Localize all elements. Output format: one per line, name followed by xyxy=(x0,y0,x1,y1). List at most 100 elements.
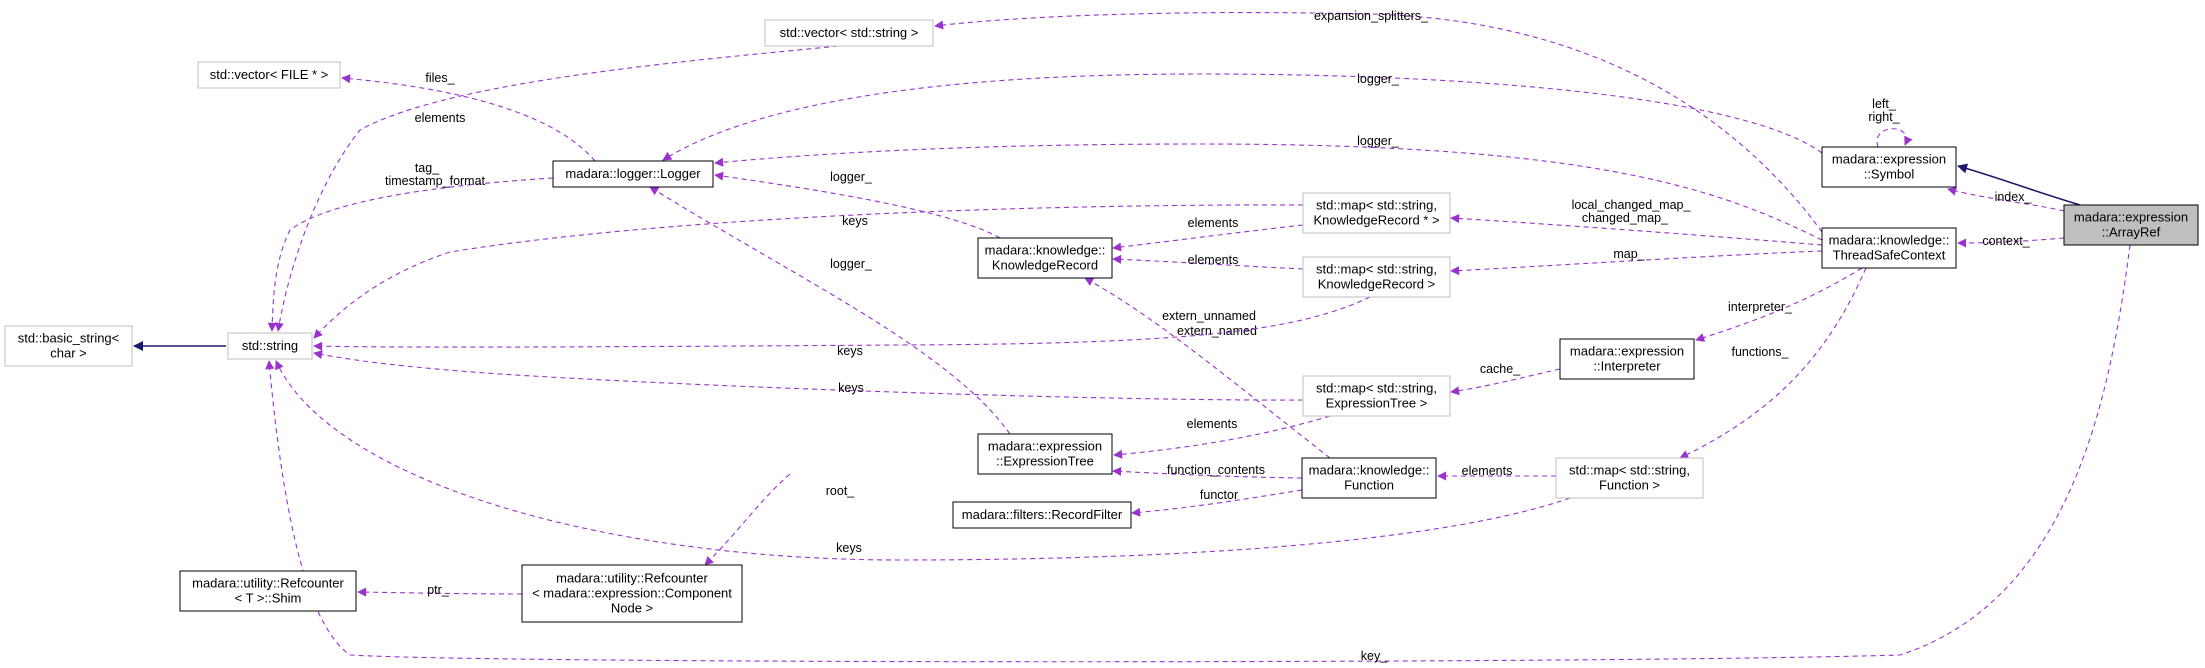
edge-label: extern_unnamed xyxy=(1162,309,1256,323)
edge-function-mapfn: elements xyxy=(1437,464,1557,481)
node-box xyxy=(764,19,934,47)
usage-arrow xyxy=(704,473,791,566)
edge-logger-symbol: logger_ xyxy=(662,72,1823,161)
node-knowrec[interactable]: madara::knowledge::KnowledgeRecord xyxy=(977,237,1113,279)
edge-string-mapfn: keys xyxy=(275,360,1571,561)
edge-symbol-arrayref: index_ xyxy=(1947,186,2065,212)
node-label: char > xyxy=(50,346,87,361)
node-vecstring[interactable]: std::vector< std::string > xyxy=(764,19,934,47)
edge-label: files_ xyxy=(425,71,455,85)
node-shim[interactable]: madara::utility::Refcounter< T >::Shim xyxy=(179,570,357,612)
node-label: std::map< std::string, xyxy=(1316,198,1437,213)
node-label: ::Symbol xyxy=(1864,167,1915,182)
edge-label: elements xyxy=(1188,253,1239,267)
node-box xyxy=(1555,457,1704,499)
edge-label: cache_ xyxy=(1480,362,1521,376)
node-vecfile[interactable]: std::vector< FILE * > xyxy=(197,61,341,89)
node-label: ::ExpressionTree xyxy=(996,454,1094,469)
node-label: std::basic_string< xyxy=(18,331,120,346)
usage-arrow xyxy=(1084,277,1331,459)
node-label: ThreadSafeContext xyxy=(1833,248,1946,263)
node-label: Function > xyxy=(1599,478,1660,493)
node-box xyxy=(1302,192,1451,234)
edge-arrayref-symbol xyxy=(1957,163,2081,206)
edge-label: logger_ xyxy=(830,170,873,184)
usage-arrow xyxy=(1450,368,1561,396)
node-box xyxy=(2063,204,2199,246)
edge-label: logger_ xyxy=(1357,134,1400,148)
usage-arrow xyxy=(1131,489,1303,517)
node-label: Node > xyxy=(611,601,653,616)
edge-label: ptr_ xyxy=(427,583,450,597)
node-label: < madara::expression::Component xyxy=(532,586,732,601)
node-refcounter[interactable]: madara::utility::Refcounter< madara::exp… xyxy=(521,564,743,623)
edge-string-mapkr: keys xyxy=(313,296,1371,358)
node-function[interactable]: madara::knowledge::Function xyxy=(1301,457,1437,499)
node-tsc[interactable]: madara::knowledge::ThreadSafeContext xyxy=(1821,227,1957,269)
edge-tsc-arrayref: context_ xyxy=(1957,234,2065,248)
node-interp[interactable]: madara::expression::Interpreter xyxy=(1559,338,1695,380)
edge-logger-knowrec: logger_ xyxy=(714,170,1001,239)
node-label: madara::filters::RecordFilter xyxy=(962,507,1123,522)
edge-refcounter-exprtree: root_ xyxy=(704,473,855,566)
node-box xyxy=(1559,338,1695,380)
node-symbol[interactable]: madara::expression::Symbol xyxy=(1821,146,1957,188)
edge-label: index_ xyxy=(1995,190,2033,204)
edge-label: elements xyxy=(1188,216,1239,230)
node-exprtree[interactable]: madara::expression::ExpressionTree xyxy=(977,433,1113,475)
usage-arrow xyxy=(1679,267,1867,459)
usage-arrow xyxy=(313,296,1371,351)
node-box xyxy=(977,237,1113,279)
edge-label: keys xyxy=(838,381,864,395)
node-label: KnowledgeRecord xyxy=(992,258,1098,273)
usage-arrow xyxy=(1957,237,2065,248)
node-basicstring[interactable]: std::basic_string<char > xyxy=(4,325,133,367)
edge-label: changed_map_ xyxy=(1582,211,1669,225)
edge-string-arrayref: key_ xyxy=(265,244,2131,663)
node-string[interactable]: std::string xyxy=(227,332,313,360)
node-arrayref[interactable]: madara::expression::ArrayRef xyxy=(2063,204,2199,246)
node-label: Function xyxy=(1344,478,1394,493)
usage-arrow xyxy=(274,45,839,332)
node-box xyxy=(521,564,743,623)
edge-label: elements xyxy=(1187,417,1238,431)
node-label: std::string xyxy=(242,338,298,353)
edge-label: elements xyxy=(1462,464,1513,478)
node-label: std::map< std::string, xyxy=(1316,262,1437,277)
edge-label: map_ xyxy=(1613,247,1645,261)
edge-label: logger_ xyxy=(1357,72,1400,86)
node-box xyxy=(552,160,714,188)
node-mapkr[interactable]: std::map< std::string,KnowledgeRecord > xyxy=(1302,256,1451,298)
node-box xyxy=(1302,375,1451,417)
edge-shim-refcounter: ptr_ xyxy=(357,583,523,597)
edge-symbol-self: left_right_ xyxy=(1868,97,1913,148)
edge-mapet-interp: cache_ xyxy=(1450,362,1561,396)
usage-arrow xyxy=(1695,267,1863,342)
node-label: std::map< std::string, xyxy=(1569,463,1690,478)
usage-arrow xyxy=(313,350,1304,401)
usage-arrow xyxy=(275,360,1571,561)
edge-label: logger_ xyxy=(830,257,873,271)
usage-arrow xyxy=(714,143,1823,241)
edge-label: functor xyxy=(1200,488,1238,502)
node-label: ::Interpreter xyxy=(1593,359,1661,374)
node-label: std::map< std::string, xyxy=(1316,381,1437,396)
usage-arrow xyxy=(1112,254,1304,270)
node-box xyxy=(4,325,133,367)
usage-arrow xyxy=(313,204,1304,339)
node-logger[interactable]: madara::logger::Logger xyxy=(552,160,714,188)
node-recfilter[interactable]: madara::filters::RecordFilter xyxy=(952,501,1132,529)
edge-vecfile-logger: files_ xyxy=(341,71,596,162)
nodes-layer: madara::expression::ArrayRefmadara::expr… xyxy=(4,19,2199,623)
usage-arrow xyxy=(714,171,1001,239)
edge-label: function_contents xyxy=(1167,463,1265,477)
edge-interp-tsc: interpreter_ xyxy=(1695,267,1863,342)
edge-logger-exprtree: logger_ xyxy=(649,186,1011,435)
edge-string-logger: tag_timestamp_format xyxy=(267,161,554,332)
edge-knowrec-mapkr: elements xyxy=(1112,253,1304,270)
node-mapet[interactable]: std::map< std::string,ExpressionTree > xyxy=(1302,375,1451,417)
node-mapkrp[interactable]: std::map< std::string,KnowledgeRecord * … xyxy=(1302,192,1451,234)
edge-label: right_ xyxy=(1868,110,1900,124)
node-mapfn[interactable]: std::map< std::string,Function > xyxy=(1555,457,1704,499)
